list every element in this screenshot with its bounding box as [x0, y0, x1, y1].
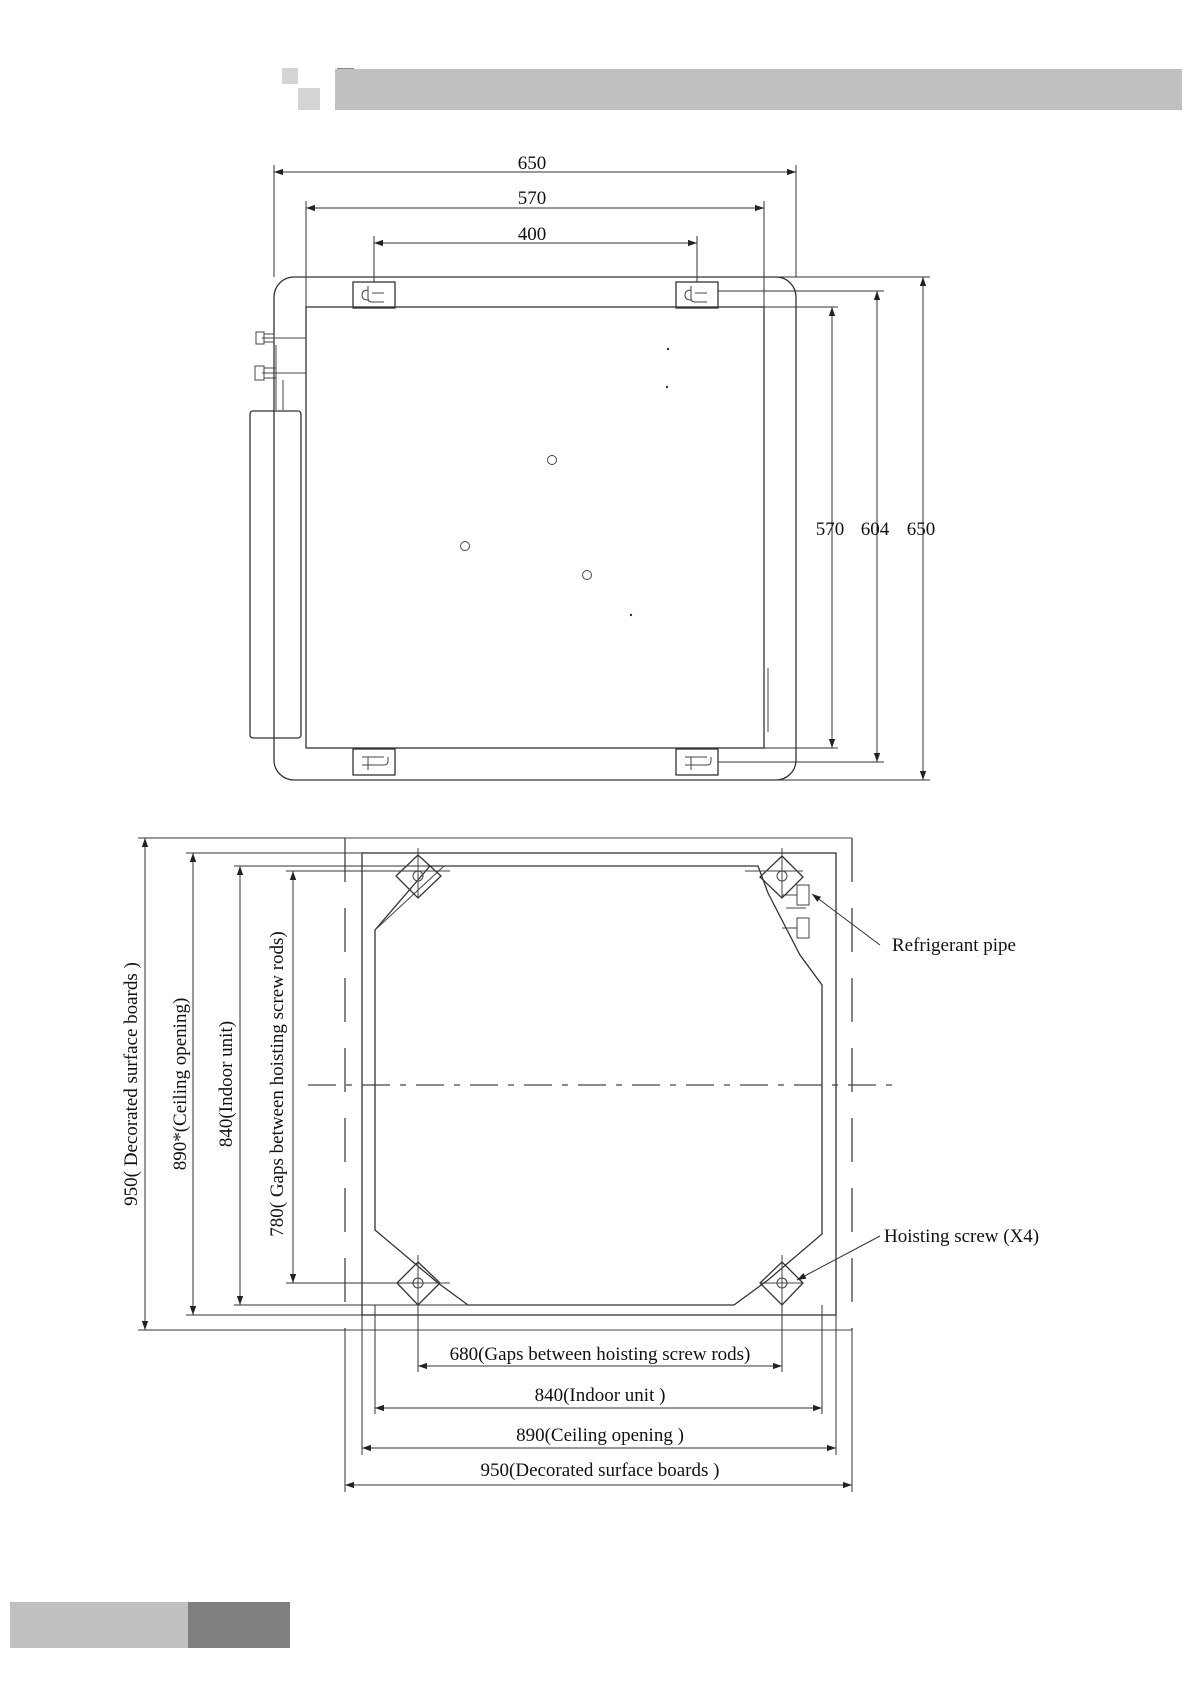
dim-h-gaps: 680(Gaps between hoisting screw rods) — [450, 1344, 751, 1365]
dim-height-overall: 650 — [907, 519, 936, 540]
header-square-light-top — [282, 68, 298, 84]
header-square-light-bottom — [298, 88, 320, 110]
hoisting-screw-bl — [397, 1255, 450, 1305]
top-view-body — [306, 307, 764, 748]
dim-height-hooks: 604 — [861, 519, 890, 540]
control-box — [250, 411, 301, 738]
bottom-view: Refrigerant pipe Hoisting screw (X4) 680… — [121, 838, 1039, 1492]
dim-h-ceiling: 890(Ceiling opening ) — [516, 1425, 684, 1446]
indoor-unit-chamfer-tl — [375, 866, 444, 930]
dim-v-ceiling: 890*(Ceiling opening) — [170, 998, 191, 1171]
hanging-bracket-br — [676, 749, 718, 775]
dim-height-body: 570 — [816, 519, 845, 540]
body-hole-3 — [583, 571, 592, 580]
dim-h-decorated: 950(Decorated surface boards ) — [481, 1460, 720, 1481]
refrigerant-pipe-leader — [812, 894, 880, 945]
hanging-bracket-tr — [676, 282, 718, 308]
hanging-bracket-tl — [353, 282, 395, 308]
body-dot-1 — [667, 348, 669, 350]
hanging-bracket-bl — [353, 749, 395, 775]
label-refrigerant-pipe: Refrigerant pipe — [892, 935, 1016, 956]
body-hole-2 — [461, 542, 470, 551]
dim-width-body: 570 — [518, 188, 547, 209]
dim-width-overall: 650 — [518, 153, 547, 174]
dim-width-hooks: 400 — [518, 224, 547, 245]
hoisting-screw-tr — [745, 848, 803, 898]
ceiling-opening — [362, 853, 836, 1315]
footer-bar-dark — [188, 1602, 290, 1648]
decorated-board-outline — [345, 838, 852, 1330]
body-dot-2 — [666, 386, 668, 388]
dim-v-gaps: 780( Gaps between hoisting screw rods) — [267, 931, 288, 1237]
label-hoisting-screw: Hoisting screw (X4) — [884, 1226, 1039, 1247]
refrigerant-pipe-stubs — [782, 885, 809, 938]
footer-bar-light — [10, 1602, 188, 1648]
hoisting-screw-tl — [396, 848, 450, 898]
top-view: 650 570 400 570 604 650 — [250, 153, 935, 780]
hoisting-screw-leader — [797, 1236, 880, 1280]
top-view-outer-frame — [274, 277, 796, 780]
dim-v-indoor: 840(Indoor unit) — [216, 1021, 237, 1147]
hoisting-screw-br — [760, 1255, 803, 1305]
header-decoration — [282, 68, 1182, 110]
dim-v-decorated: 950( Decorated surface boards ) — [121, 962, 142, 1206]
footer-decoration — [10, 1602, 290, 1648]
body-hole-1 — [548, 456, 557, 465]
pipe-fittings — [255, 332, 306, 410]
header-bar — [335, 69, 1182, 110]
body-dot-3 — [630, 614, 632, 616]
dim-h-indoor: 840(Indoor unit ) — [535, 1385, 666, 1406]
